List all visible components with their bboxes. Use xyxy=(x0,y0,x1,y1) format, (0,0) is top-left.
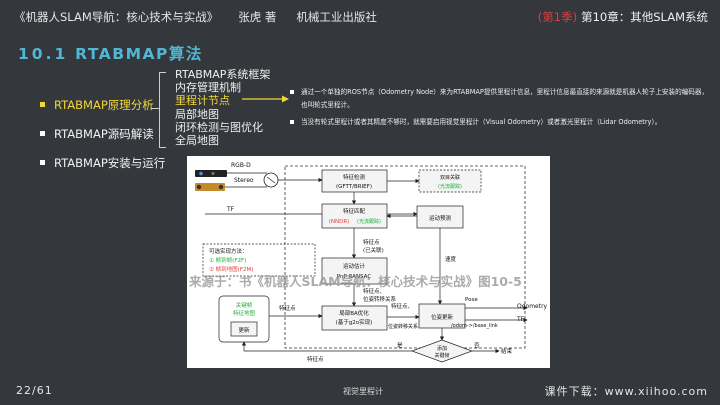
note-text: 当没有轮式里程计或者其精度不够时，就需要启用视觉里程计（Visual Odome… xyxy=(301,118,662,126)
menu-item-label: RTABMAP源码解读 xyxy=(54,127,154,141)
tf-input-label: TF xyxy=(226,206,235,213)
feature-detect-label: 特征检测 xyxy=(343,173,366,181)
publisher: 机械工业出版社 xyxy=(296,10,377,24)
feature-detect-sub: (GFTT/BRIEF) xyxy=(336,184,372,190)
local-ba-box xyxy=(321,305,388,331)
submenu: RTABMAP系统框架 内存管理机制 里程计节点 局部地图 闭环检测与图优化 全… xyxy=(175,68,270,147)
submenu-item[interactable]: 局部地图 xyxy=(175,107,219,121)
odometry-output-label: Odometry xyxy=(517,303,548,310)
optional-methods-box xyxy=(202,243,316,277)
pose-label: Pose xyxy=(465,297,478,303)
feature-match-box xyxy=(321,203,388,229)
bottom-feature-pts: 特征点 xyxy=(307,355,324,363)
no-label: 否 xyxy=(474,342,480,349)
feature-map-label: 特征地图 xyxy=(233,309,256,317)
footer-download-link[interactable]: 课件下载：www.xiihoo.com xyxy=(544,385,708,398)
section-title: RTABMAP算法 xyxy=(75,45,203,63)
chapter-label: 第10章：其他SLAM系统 xyxy=(581,10,708,24)
figure-watermark: 来源于：书《机器人SLAM导航：核心技术与实战》图10-5 xyxy=(189,274,522,289)
notes-list: 通过一个单独的ROS节点（Odometry Node）来为RTABMAP提供里程… xyxy=(290,86,710,133)
bullet-square-icon xyxy=(40,102,45,107)
menu-item-principle[interactable]: RTABMAP原理分析 xyxy=(40,98,170,127)
add-keyframe-decision xyxy=(410,339,474,363)
motion-est-out: 特征点、 xyxy=(363,287,385,295)
author: 张虎 著 xyxy=(238,10,277,24)
right-arrow-icon xyxy=(242,95,289,103)
speed-label: 速度 xyxy=(445,255,457,263)
add-kf-label: 添加 xyxy=(437,345,447,352)
motion-pred-label: 运动预测 xyxy=(429,214,452,222)
page-number: 22/61 xyxy=(16,384,53,397)
pose-update-label: 位姿更新 xyxy=(431,313,454,321)
update-box xyxy=(230,321,258,337)
ba-input-label: 特征点 xyxy=(279,304,296,312)
submenu-item[interactable]: RTABMAP系统框架 xyxy=(175,68,271,81)
ba-out-label: 特征点、 xyxy=(391,302,413,310)
motion-estimation-box xyxy=(321,257,388,285)
ba-out-label2: 位姿转移关系 xyxy=(388,323,418,330)
stereo-corr-sub: (光流跟踪) xyxy=(438,183,462,190)
yes-label: 是 xyxy=(397,342,403,349)
episode-label: (第1季) xyxy=(537,10,578,24)
diagram-canvas: RGB-D Stereo TF 特征检测 (GFTT/BRIEF) 双目关联 (… xyxy=(195,162,548,363)
flow-track-label: (光流跟踪) xyxy=(357,218,381,225)
update-label: 更新 xyxy=(238,326,250,334)
bullet-square-icon xyxy=(290,90,294,94)
feature-pts-sub: (已关联) xyxy=(363,246,384,254)
left-menu: RTABMAP原理分析 RTABMAP源码解读 RTABMAP安装与运行 xyxy=(40,98,170,185)
footer-center-label: 视觉里程计 xyxy=(343,387,383,396)
menu-item-label: RTABMAP原理分析 xyxy=(54,98,154,112)
book-title: 《机器人SLAM导航：核心技术与实战》 xyxy=(14,10,219,24)
section-number: 10.1 xyxy=(18,45,69,63)
odom-link-label: /odom->/base_link xyxy=(451,323,498,329)
optional-title: 可选实现方法： xyxy=(209,247,248,255)
submenu-item[interactable]: 内存管理机制 xyxy=(175,81,241,95)
rgbd-label: RGB-D xyxy=(231,162,251,169)
feature-pts-label: 特征点 xyxy=(363,238,380,246)
bracket-connector xyxy=(151,108,159,109)
feature-match-label: 特征匹配 xyxy=(343,207,366,215)
header-right: (第1季)第10章：其他SLAM系统 xyxy=(538,9,708,25)
motion-est-out2: 位姿转移关系 xyxy=(363,295,397,303)
tf-output-label: TF xyxy=(516,316,525,323)
stereo-label: Stereo xyxy=(234,177,254,184)
stereo-camera-icon xyxy=(195,183,225,191)
odometry-flow-diagram: RGB-D Stereo TF 特征检测 (GFTT/BRIEF) 双目关联 (… xyxy=(187,156,550,368)
menu-item-install[interactable]: RTABMAP安装与运行 xyxy=(40,156,170,185)
bullet-square-icon xyxy=(40,131,45,136)
submenu-item-active[interactable]: 里程计节点 xyxy=(175,94,230,108)
local-ba-label: 局部BA优化 xyxy=(339,309,369,317)
submenu-item[interactable]: 全局地图 xyxy=(175,134,219,148)
end-label: 结束 xyxy=(501,347,513,355)
menu-item-label: RTABMAP安装与运行 xyxy=(54,156,166,170)
submenu-item[interactable]: 闭环检测与图优化 xyxy=(175,120,263,134)
top-bar: 《机器人SLAM导航：核心技术与实战》 张虎 著 机械工业出版社 (第1季)第10章… xyxy=(0,0,720,32)
submenu-bracket xyxy=(159,72,166,148)
note-text: 通过一个单独的ROS节点（Odometry Node）来为RTABMAP提供里程… xyxy=(301,88,709,109)
menu-item-source[interactable]: RTABMAP源码解读 xyxy=(40,127,170,156)
rgbd-camera-icon xyxy=(195,170,227,177)
motion-est-label: 运动估计 xyxy=(343,262,366,270)
keyframe-label: 关键帧 xyxy=(236,301,253,309)
note-item: 当没有轮式里程计或者其精度不够时，就需要启用视觉里程计（Visual Odome… xyxy=(290,116,710,129)
add-kf-label2: 关键帧 xyxy=(434,352,449,359)
header-left: 《机器人SLAM导航：核心技术与实战》 张虎 著 机械工业出版社 xyxy=(14,9,397,25)
option-f2f: ① 帧到帧(F2F) xyxy=(209,256,246,264)
stereo-correlation-box xyxy=(418,169,482,193)
pnp-label: PnP RANSAC xyxy=(337,274,372,280)
bullet-square-icon xyxy=(290,120,294,124)
note-item: 通过一个单独的ROS节点（Odometry Node）来为RTABMAP提供里程… xyxy=(290,86,710,112)
bullet-square-icon xyxy=(40,160,45,165)
option-f2m: ② 帧到地图(F2M) xyxy=(209,265,253,273)
local-ba-sub: (基于g2o实现) xyxy=(336,318,373,326)
odometry-node-frame xyxy=(284,165,526,349)
page-title: 10.1 RTABMAP算法 xyxy=(18,42,203,64)
stereo-corr-label: 双目关联 xyxy=(440,174,460,181)
nndr-label: (NNDR) xyxy=(329,219,350,225)
